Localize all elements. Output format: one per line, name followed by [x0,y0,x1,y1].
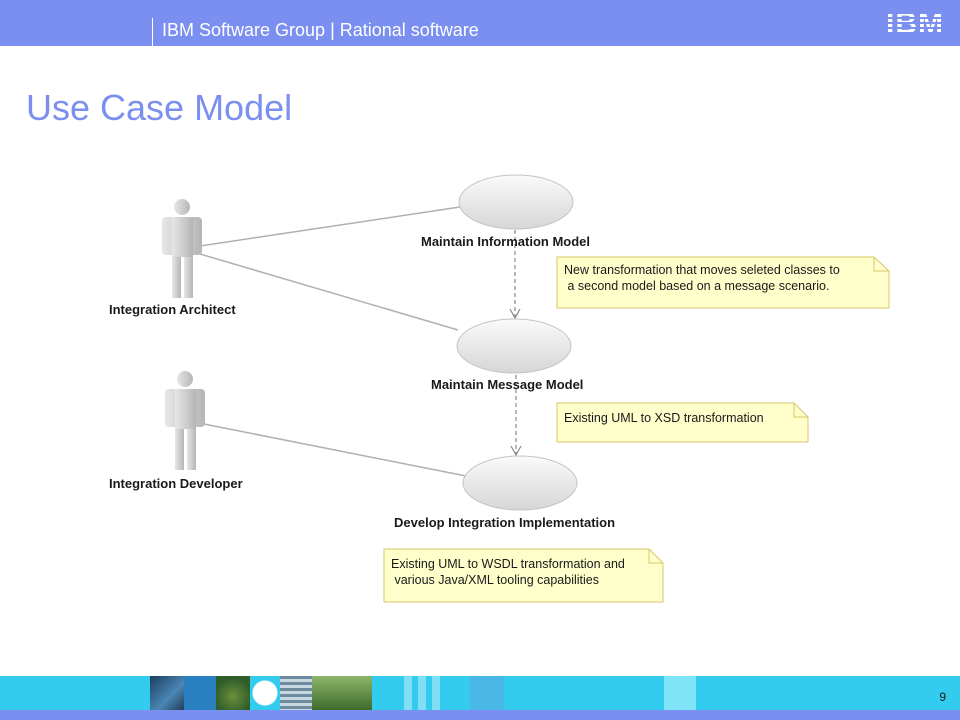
association-developer-uc3 [203,423,467,477]
note-uml-to-xsd: Existing UML to XSD transformation [556,402,809,443]
use-case-label: Maintain Message Model [431,377,583,392]
use-case-maintain-message-model: Maintain Message Model [431,318,583,392]
slide-title: Use Case Model [26,87,293,128]
footer-image-tile [664,676,696,710]
actor-label-developer: Integration Developer [109,476,243,491]
footer-bottom-bar [0,710,960,720]
footer-image-tile [280,676,312,710]
footer-image-tile [312,676,372,710]
use-case-label: Develop Integration Implementation [394,515,615,530]
note-line: a second model based on a message scenar… [564,279,829,293]
header-divider [152,18,153,46]
footer-image-tile [184,676,216,710]
note-line: New transformation that moves seleted cl… [564,263,840,277]
note-uml-to-wsdl: Existing UML to WSDL transformation and … [383,548,664,603]
ibm-logo: IBM [886,7,944,40]
actor-label-architect: Integration Architect [109,302,236,317]
association-architect-uc1 [199,206,461,247]
actor-figure-icon [165,371,205,470]
note-line: Existing UML to WSDL transformation and [391,557,625,571]
footer-band [0,676,960,710]
association-architect-uc2 [199,253,459,331]
actor-figure-icon [162,199,202,298]
header-bar: IBM Software Group | Rational software I… [0,0,960,46]
actor-integration-developer: Integration Developer [109,371,243,491]
use-case-maintain-information-model: Maintain Information Model [421,174,590,249]
footer-image-tile [150,676,184,710]
use-case-develop-integration-implementation: Develop Integration Implementation [394,455,615,530]
footer-image-tile [470,676,504,710]
footer-image-tile [250,676,280,710]
header-text: IBM Software Group | Rational software [162,20,479,40]
note-line: Existing UML to XSD transformation [564,411,764,425]
footer-image-tile [216,676,250,710]
use-case-label: Maintain Information Model [421,234,590,249]
note-new-transformation: New transformation that moves seleted cl… [556,256,890,309]
footer-image-tile [404,676,440,710]
page-number: 9 [939,690,946,704]
actor-integration-architect: Integration Architect [109,199,236,317]
note-line: various Java/XML tooling capabilities [391,573,599,587]
